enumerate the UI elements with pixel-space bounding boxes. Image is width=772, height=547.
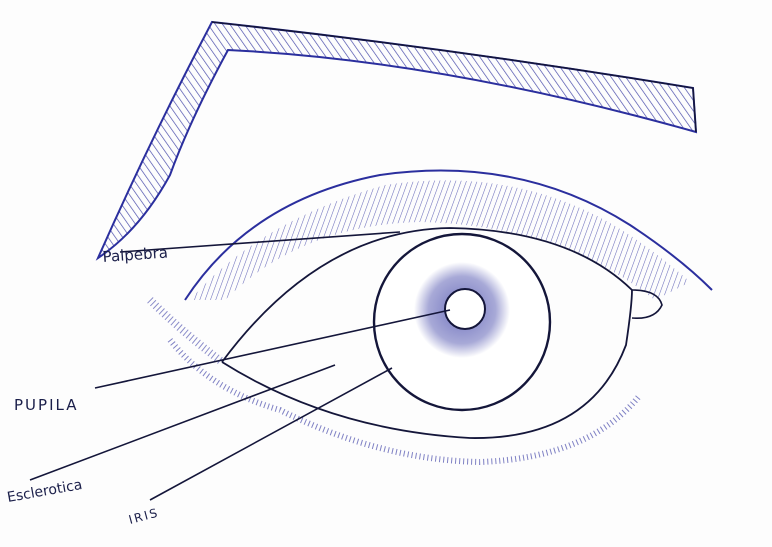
- pupil: [445, 289, 485, 329]
- iris-label: IRIS: [127, 505, 161, 527]
- palpebra-label: Palpebra: [102, 243, 168, 266]
- pupila-label: PUPILA: [14, 396, 78, 414]
- esclerotica-pointer: [30, 365, 335, 480]
- esclerotica-label: Esclerotica: [6, 477, 84, 506]
- iris-pointer: [150, 368, 392, 500]
- labels: Palpebra PUPILA Esclerotica IRIS: [6, 243, 169, 526]
